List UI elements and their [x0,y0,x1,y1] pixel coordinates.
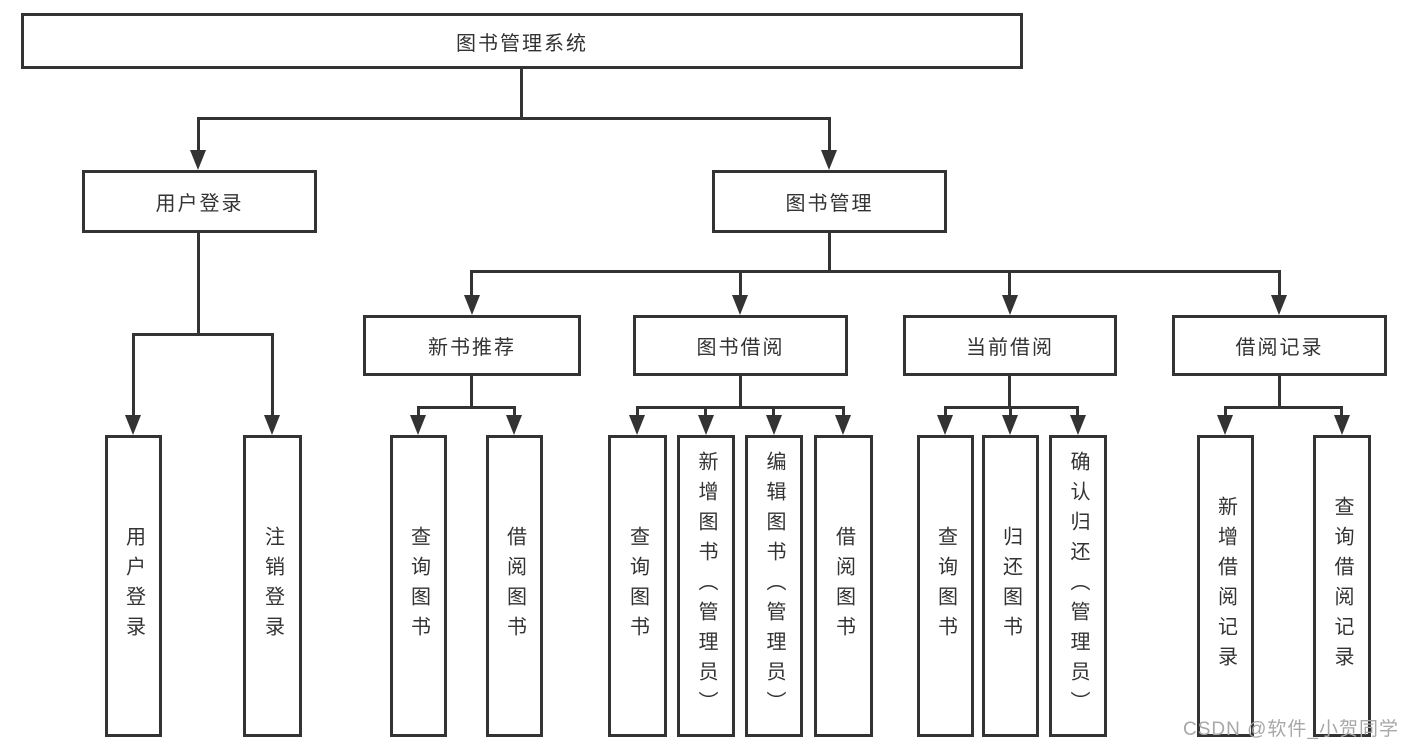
node-current-borrow: 当前借阅 [903,315,1117,376]
arrow-down-icon [125,415,141,435]
connector-leaf-stem [1340,409,1343,417]
connector-new-book-recommend-split [417,406,516,409]
arrow-down-icon [410,415,426,435]
connector-leaf-stem [944,409,947,417]
connector-to-leaf-logout [271,336,274,415]
leaf-edit-books-admin: 编辑图书（管理员） [745,435,803,737]
arrow-down-icon [506,415,522,435]
leaf-borrow-books-recommend-label: 借阅图书 [503,526,526,646]
leaf-edit-books-admin-label: 编辑图书（管理员） [763,451,785,721]
connector-leaf-stem [704,409,707,417]
arrow-down-icon [1070,415,1086,435]
connector-current-borrow-split [944,406,1079,409]
node-book-management-label: 图书管理 [785,193,874,215]
node-book-borrow-label: 图书借阅 [696,337,785,359]
connector-book-borrow-stem [739,376,742,406]
leaf-borrow-books: 借阅图书 [814,435,873,737]
connector-leaf-stem [417,409,420,417]
connector-current-borrow-stem [1008,376,1011,406]
node-borrow-records: 借阅记录 [1172,315,1387,376]
connector-user-login-split [132,333,274,336]
connector-root-split [197,117,831,120]
leaf-query-borrow-record: 查询借阅记录 [1313,435,1371,737]
leaf-borrow-books-label: 借阅图书 [832,526,855,646]
leaf-return-books: 归还图书 [982,435,1039,737]
connector-to-book-borrow [739,273,742,297]
connector-borrow-records-stem [1278,376,1281,406]
node-book-borrow: 图书借阅 [633,315,848,376]
leaf-confirm-return-admin: 确认归还（管理员） [1049,435,1107,737]
connector-root-stem [520,69,523,117]
arrow-down-icon [766,415,782,435]
arrow-down-icon [937,415,953,435]
leaf-add-borrow-record: 新增借阅记录 [1197,435,1254,737]
node-user-login: 用户登录 [82,170,317,233]
arrow-down-icon [464,295,480,315]
leaf-query-books-current: 查询图书 [917,435,974,737]
leaf-logout: 注销登录 [243,435,302,737]
arrow-down-icon [1334,415,1350,435]
connector-to-user-login [197,120,200,152]
leaf-query-books-recommend: 查询图书 [390,435,447,737]
connector-user-login-stem [197,233,200,333]
connector-book-borrow-split [636,406,845,409]
leaf-query-books-recommend-label: 查询图书 [407,526,430,646]
connector-to-current-borrow [1008,273,1011,297]
connector-leaf-stem [636,409,639,417]
connector-leaf-stem [1009,409,1012,417]
node-borrow-records-label: 借阅记录 [1235,337,1324,359]
arrow-down-icon [698,415,714,435]
leaf-query-books-borrow: 查询图书 [608,435,667,737]
leaf-add-books-admin: 新增图书（管理员） [677,435,735,737]
leaf-query-books-current-label: 查询图书 [934,526,957,646]
leaf-confirm-return-admin-label: 确认归还（管理员） [1067,451,1089,721]
arrow-down-icon [1271,295,1287,315]
leaf-query-books-borrow-label: 查询图书 [626,526,649,646]
arrow-down-icon [732,295,748,315]
leaf-add-books-admin-label: 新增图书（管理员） [695,451,717,721]
leaf-user-login: 用户登录 [105,435,162,737]
arrow-down-icon [629,415,645,435]
watermark: CSDN @软件_小贺同学 [1183,719,1399,740]
connector-to-borrow-records [1278,273,1281,297]
connector-book-management-split [470,270,1281,273]
arrow-down-icon [835,415,851,435]
connector-new-book-recommend-stem [470,376,473,406]
connector-leaf-stem [1076,409,1079,417]
connector-leaf-stem [772,409,775,417]
node-current-borrow-label: 当前借阅 [966,337,1054,359]
node-new-book-recommend-label: 新书推荐 [428,337,516,359]
arrow-down-icon [190,150,206,170]
leaf-user-login-label: 用户登录 [122,526,145,646]
node-user-login-label: 用户登录 [155,193,244,215]
leaf-add-borrow-record-label: 新增借阅记录 [1214,496,1237,676]
connector-borrow-records-split [1224,406,1343,409]
connector-leaf-stem [513,409,516,417]
connector-book-management-stem [828,233,831,270]
node-new-book-recommend: 新书推荐 [363,315,581,376]
arrow-down-icon [264,415,280,435]
arrow-down-icon [1217,415,1233,435]
arrow-down-icon [1002,295,1018,315]
connector-to-leaf-user-login [132,336,135,415]
connector-to-new-book-recommend [470,273,473,297]
connector-to-book-management [828,120,831,152]
leaf-return-books-label: 归还图书 [999,526,1022,646]
arrow-down-icon [1002,415,1018,435]
node-library-management-system: 图书管理系统 [21,13,1023,69]
node-library-management-system-label: 图书管理系统 [456,32,588,55]
leaf-logout-label: 注销登录 [261,526,284,646]
leaf-query-borrow-record-label: 查询借阅记录 [1331,496,1353,676]
connector-leaf-stem [842,409,845,417]
connector-leaf-stem [1224,409,1227,417]
leaf-borrow-books-recommend: 借阅图书 [486,435,543,737]
node-book-management: 图书管理 [712,170,947,233]
arrow-down-icon [821,150,837,170]
